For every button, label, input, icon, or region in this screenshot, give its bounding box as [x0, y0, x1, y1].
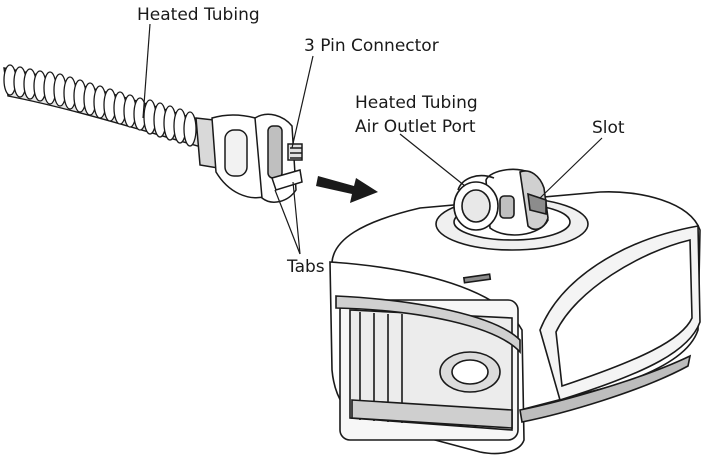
heated-tubing [3, 64, 213, 151]
label-outlet-port-line1: Heated Tubing [355, 93, 478, 113]
arrow-right-icon [316, 176, 378, 203]
label-3-pin-connector: 3 Pin Connector [304, 36, 439, 56]
label-heated-tubing: Heated Tubing [137, 5, 260, 25]
label-outlet-port-line2: Air Outlet Port [355, 117, 476, 137]
leader-lines [142, 23, 603, 255]
label-slot: Slot [592, 118, 625, 138]
device-body [329, 190, 701, 455]
connector-tab [271, 169, 303, 191]
brand-plate [462, 273, 492, 284]
label-tabs: Tabs [287, 257, 325, 277]
connector-window [224, 129, 248, 177]
air-outlet-port [435, 168, 589, 251]
tubing-connector [195, 113, 303, 203]
